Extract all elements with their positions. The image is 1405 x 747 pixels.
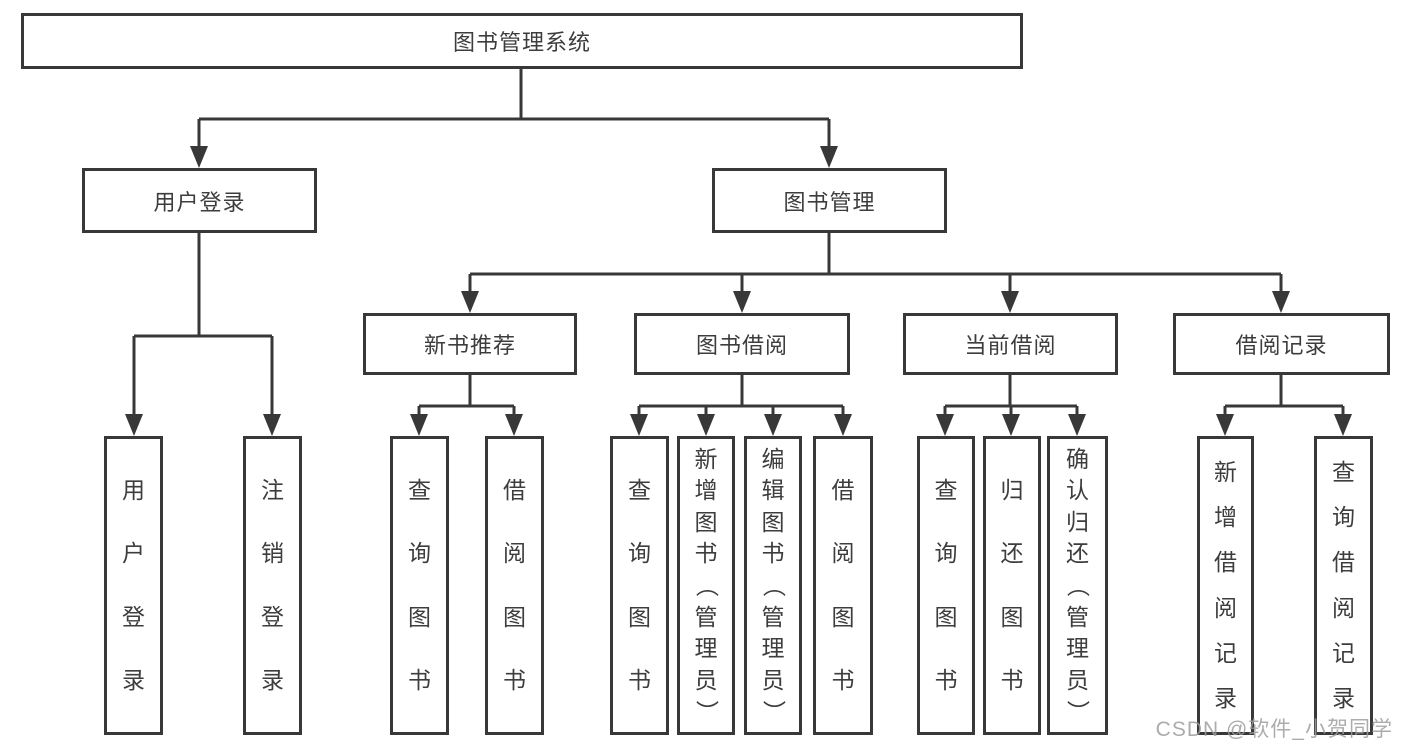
leaf-query-borrow-record: 查询借阅记录: [1314, 436, 1373, 735]
node-label: 新书推荐: [423, 333, 516, 358]
node-book-management: 图书管理: [712, 168, 947, 233]
node-label: 归还图书: [1000, 477, 1024, 693]
node-label: 借阅图书: [503, 477, 526, 693]
watermark: CSDN @软件_小贺同学: [1155, 718, 1393, 741]
node-label: 查询图书: [934, 477, 958, 693]
node-label: 注销登录: [261, 477, 284, 693]
leaf-query-books-current: 查询图书: [917, 436, 975, 735]
node-label: 查询图书: [408, 477, 431, 693]
node-label: 图书管理系统: [452, 30, 591, 55]
leaf-user-login: 用户登录: [104, 436, 163, 735]
leaf-add-borrow-record: 新增借阅记录: [1197, 436, 1254, 735]
node-label: 新增借阅记录: [1214, 459, 1237, 711]
node-label: 图书借阅: [695, 333, 788, 358]
node-label: 借阅记录: [1235, 333, 1328, 358]
node-label: 查询图书: [628, 477, 651, 693]
node-label: 确认归还（管理员）: [1065, 445, 1091, 724]
node-label: 新增图书（管理员）: [693, 445, 720, 724]
leaf-logout: 注销登录: [243, 436, 302, 735]
node-borrowing-records: 借阅记录: [1173, 313, 1390, 375]
node-label: 用户登录: [122, 477, 145, 693]
leaf-add-book-admin: 新增图书（管理员）: [677, 436, 735, 735]
node-label: 图书管理: [783, 189, 876, 215]
node-label: 查询借阅记录: [1332, 459, 1355, 711]
node-label: 借阅图书: [831, 477, 855, 693]
leaf-query-books-recommend: 查询图书: [390, 436, 449, 735]
node-label: 用户登录: [153, 189, 246, 215]
leaf-query-books-borrowing: 查询图书: [610, 436, 669, 735]
leaf-return-book: 归还图书: [983, 436, 1041, 735]
node-label: 当前借阅: [964, 333, 1057, 358]
leaf-borrow-books-borrowing: 借阅图书: [813, 436, 873, 735]
node-book-borrowing: 图书借阅: [634, 313, 850, 375]
node-new-book-recommendation: 新书推荐: [363, 313, 577, 375]
node-library-management-system: 图书管理系统: [21, 13, 1023, 69]
node-user-login: 用户登录: [82, 168, 317, 233]
leaf-confirm-return-admin: 确认归还（管理员）: [1047, 436, 1108, 735]
node-current-borrowing: 当前借阅: [903, 313, 1118, 375]
leaf-borrow-books-recommend: 借阅图书: [485, 436, 544, 735]
node-label: 编辑图书（管理员）: [760, 445, 787, 724]
leaf-edit-book-admin: 编辑图书（管理员）: [744, 436, 802, 735]
